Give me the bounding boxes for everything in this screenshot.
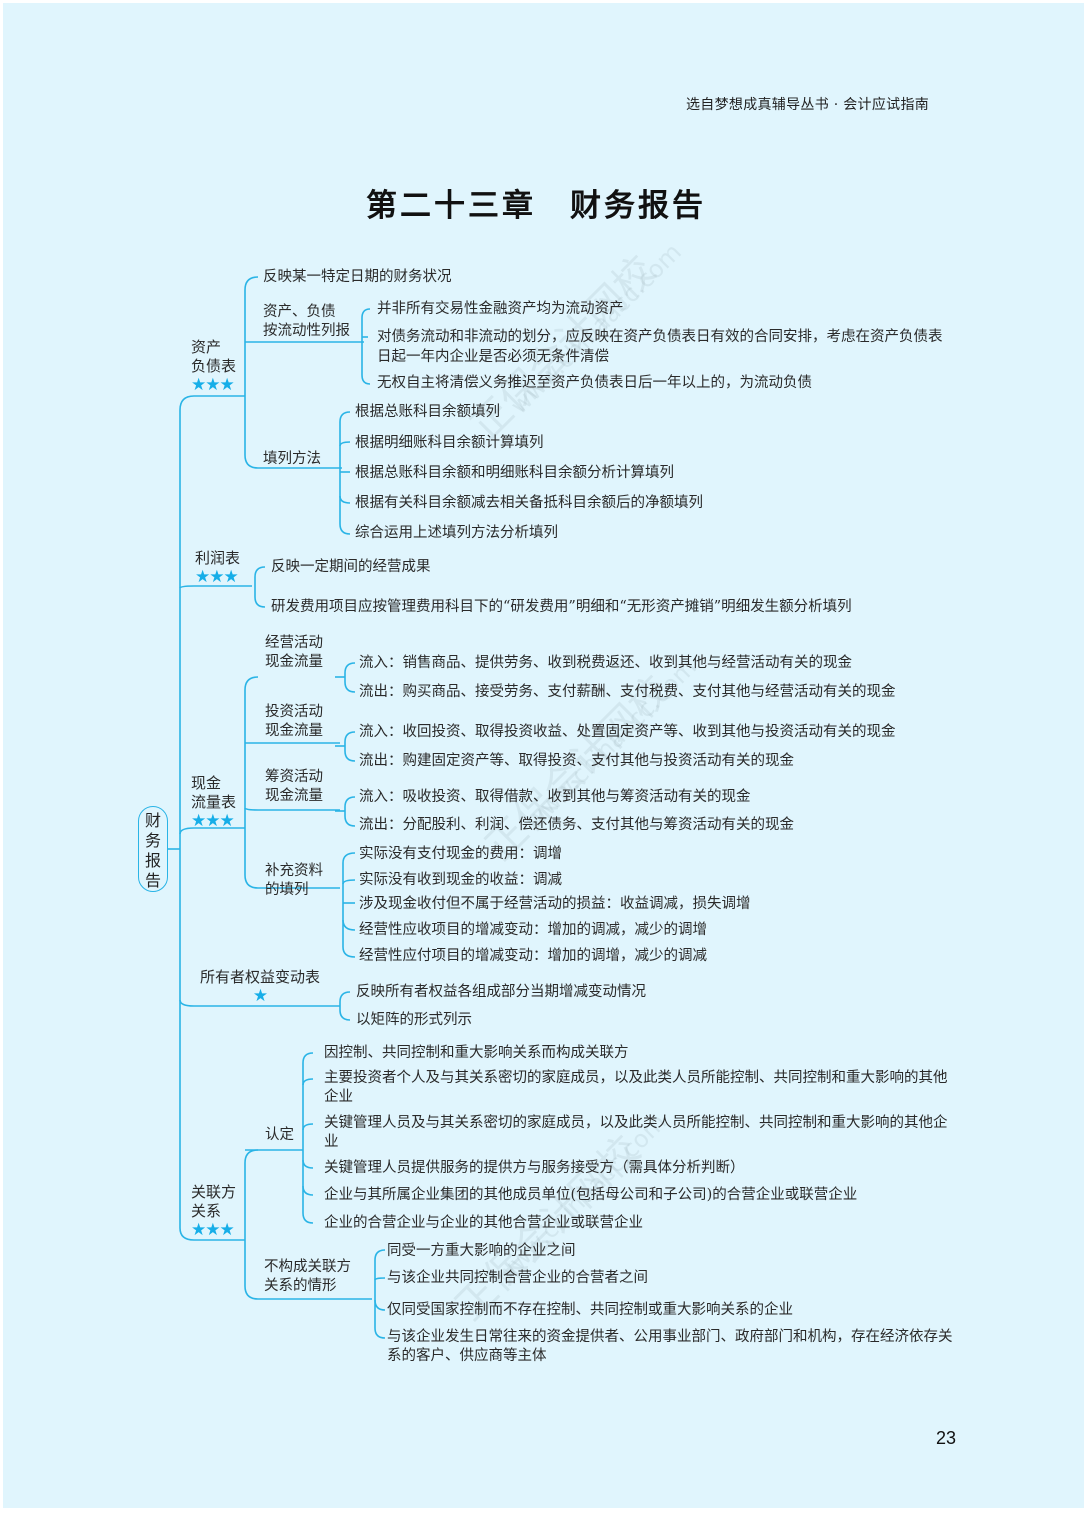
mindmap-root: 财 务 报 告 bbox=[138, 806, 168, 892]
sub-branch-label: 关系的情形 bbox=[264, 1278, 337, 1294]
sub-branch-label: 资产、负债 bbox=[263, 304, 336, 320]
leaf-item: 关键管理人员提供服务的提供方与服务接受方（需具体分析判断） bbox=[324, 1160, 745, 1176]
leaf-item: 与该企业发生日常往来的资金提供者、公用事业部门、政府部门和机构，存在经济依存关系… bbox=[387, 1329, 953, 1364]
chapter-number: 第二十三章 bbox=[366, 188, 536, 224]
sub-branch-label: 现金流量 bbox=[265, 654, 323, 670]
leaf-item: 流入：吸收投资、取得借款、收到其他与筹资活动有关的现金 bbox=[359, 789, 751, 805]
root-char: 告 bbox=[144, 871, 161, 890]
series-note: 选自梦想成真辅导丛书 · 会计应试指南 bbox=[686, 97, 930, 113]
leaf-item: 主要投资者个人及与其关系密切的家庭成员，以及此类人员所能控制、共同控制和重大影响… bbox=[324, 1070, 948, 1105]
page-number: 23 bbox=[936, 1428, 957, 1448]
sub-branch-liquidity: 资产、负债 按流动性列报 bbox=[263, 303, 350, 341]
leaf-item: 涉及现金收付但不属于经营活动的损益：收益调减，损失调增 bbox=[359, 896, 751, 912]
leaf-item: 同受一方重大影响的企业之间 bbox=[387, 1243, 576, 1259]
leaf-item: 实际没有收到现金的收益：调减 bbox=[359, 872, 562, 888]
leaf-item: 综合运用上述填列方法分析填列 bbox=[355, 525, 558, 541]
star-rating-icon: ★★★ bbox=[195, 567, 239, 587]
sub-branch-label: 现金流量 bbox=[265, 788, 323, 804]
sub-branch-label: 经营活动 bbox=[265, 635, 323, 651]
leaf-item: 实际没有支付现金的费用：调增 bbox=[359, 846, 562, 862]
root-char: 务 bbox=[144, 831, 161, 850]
sub-branch-label: 按流动性列报 bbox=[263, 323, 350, 339]
leaf-item: 对债务流动和非流动的划分，应反映在资产负债表日有效的合同安排，考虑在资产负债表日… bbox=[377, 329, 943, 365]
leaf-item: 反映一定期间的经营成果 bbox=[271, 559, 431, 575]
leaf-item: 因控制、共同控制和重大影响关系而构成关联方 bbox=[324, 1045, 629, 1061]
star-rating-icon: ★ bbox=[252, 986, 268, 1006]
leaf-item: 反映某一特定日期的财务状况 bbox=[263, 269, 452, 285]
branch-balance-sheet: 资产 负债表 ★★★ bbox=[191, 338, 236, 394]
sub-branch-label: 投资活动 bbox=[265, 704, 323, 720]
branch-cash-flow-statement: 现金 流量表 ★★★ bbox=[191, 774, 236, 830]
branch-label: 利润表 bbox=[195, 549, 241, 567]
star-rating-icon: ★★★ bbox=[191, 811, 235, 831]
branch-income-statement: 利润表 ★★★ bbox=[195, 549, 240, 586]
sub-branch-label: 补充资料 bbox=[265, 863, 323, 879]
leaf-item: 根据总账科目余额填列 bbox=[355, 404, 500, 420]
branch-label: 流量表 bbox=[191, 793, 237, 811]
leaf-item: 根据明细账科目余额计算填列 bbox=[355, 435, 544, 451]
leaf-item: 以矩阵的形式列示 bbox=[356, 1012, 472, 1028]
leaf-item: 仅同受国家控制而不存在控制、共同控制或重大影响关系的企业 bbox=[387, 1302, 793, 1318]
star-rating-icon: ★★★ bbox=[191, 375, 235, 395]
sub-branch-label: 现金流量 bbox=[265, 723, 323, 739]
page bbox=[3, 3, 1084, 1508]
leaf-item: 研发费用项目应按管理费用科目下的“研发费用”明细和“无形资产摊销”明细发生额分析… bbox=[271, 599, 852, 615]
leaf-item: 流出：购建固定资产等、取得投资、支付其他与投资活动有关的现金 bbox=[359, 753, 794, 769]
leaf-item: 无权自主将清偿义务推迟至资产负债表日后一年以上的，为流动负债 bbox=[377, 375, 812, 391]
sub-branch-operating: 经营活动 现金流量 bbox=[265, 634, 323, 672]
leaf-item: 并非所有交易性金融资产均为流动资产 bbox=[377, 301, 624, 317]
sub-branch-label: 不构成关联方 bbox=[264, 1259, 351, 1275]
leaf-item: 流入：销售商品、提供劳务、收到税费返还、收到其他与经营活动有关的现金 bbox=[359, 655, 852, 671]
leaf-item: 流出：分配股利、利润、偿还债务、支付其他与筹资活动有关的现金 bbox=[359, 817, 794, 833]
star-rating-icon: ★★★ bbox=[191, 1220, 235, 1240]
sub-branch-fill-method: 填列方法 bbox=[263, 450, 321, 469]
sub-branch-label: 填列方法 bbox=[263, 451, 321, 467]
leaf-item: 经营性应收项目的增减变动：增加的调减，减少的调增 bbox=[359, 922, 707, 938]
sub-branch-financing: 筹资活动 现金流量 bbox=[265, 768, 323, 806]
leaf-item: 企业与其所属企业集团的其他成员单位(包括母公司和子公司)的合营企业或联营企业 bbox=[324, 1187, 858, 1203]
sub-branch-non-related: 不构成关联方 关系的情形 bbox=[264, 1258, 351, 1296]
branch-label: 负债表 bbox=[191, 357, 237, 375]
branch-label: 所有者权益变动表 bbox=[199, 968, 320, 986]
leaf-item: 流出：购买商品、接受劳务、支付薪酬、支付税费、支付其他与经营活动有关的现金 bbox=[359, 684, 896, 700]
sub-branch-identification: 认定 bbox=[265, 1126, 294, 1145]
sub-branch-label: 筹资活动 bbox=[265, 769, 323, 785]
leaf-item: 流入：收回投资、取得投资收益、处置固定资产等、收到其他与投资活动有关的现金 bbox=[359, 724, 896, 740]
leaf-item: 经营性应付项目的增减变动：增加的调增，减少的调减 bbox=[359, 948, 707, 964]
sub-branch-investing: 投资活动 现金流量 bbox=[265, 703, 323, 741]
branch-label: 关系 bbox=[191, 1202, 222, 1220]
root-char: 财 bbox=[144, 811, 161, 830]
branch-label: 资产 bbox=[191, 338, 222, 356]
leaf-item: 与该企业共同控制合营企业的合营者之间 bbox=[387, 1270, 648, 1286]
branch-label: 现金 bbox=[191, 774, 222, 792]
leaf-item: 关键管理人员及与其关系密切的家庭成员，以及此类人员所能控制、共同控制和重大影响的… bbox=[324, 1115, 948, 1150]
leaf-item: 根据有关科目余额减去相关备抵科目余额后的净额填列 bbox=[355, 495, 703, 511]
sub-branch-label: 认定 bbox=[265, 1127, 294, 1143]
leaf-item: 企业的合营企业与企业的其他合营企业或联营企业 bbox=[324, 1215, 643, 1231]
leaf-item: 根据总账科目余额和明细账科目余额分析计算填列 bbox=[355, 465, 674, 481]
sub-branch-supplementary: 补充资料 的填列 bbox=[265, 862, 323, 900]
chapter-title: 第二十三章财务报告 bbox=[366, 180, 706, 225]
sub-branch-label: 的填列 bbox=[265, 882, 309, 898]
branch-label: 关联方 bbox=[191, 1183, 237, 1201]
root-char: 报 bbox=[144, 851, 161, 870]
leaf-item: 反映所有者权益各组成部分当期增减变动情况 bbox=[356, 984, 646, 1000]
branch-related-party: 关联方 关系 ★★★ bbox=[191, 1183, 236, 1239]
branch-owner-equity-statement: 所有者权益变动表 ★ bbox=[195, 968, 325, 1005]
chapter-name: 财务报告 bbox=[570, 188, 706, 224]
